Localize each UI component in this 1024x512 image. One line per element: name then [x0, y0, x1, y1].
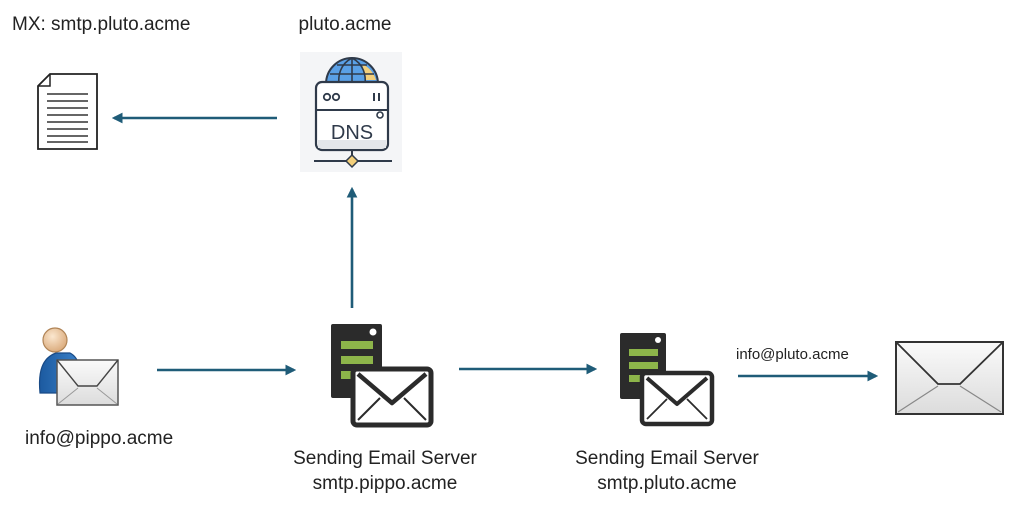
- dns-icon-text: DNS: [331, 122, 373, 144]
- document-icon: [37, 73, 98, 150]
- receiving-server-host: smtp.pluto.acme: [597, 473, 737, 494]
- envelope-icon: [895, 341, 1004, 415]
- sending-server-label: Sending Email Server smtp.pippo.acme: [293, 446, 477, 496]
- sender-user-label: info@pippo.acme: [25, 428, 174, 449]
- mx-record-label: MX: smtp.pluto.acme: [12, 14, 191, 35]
- receiving-server-title: Sending Email Server: [575, 448, 759, 469]
- sending-server-host: smtp.pippo.acme: [312, 473, 458, 494]
- sending-server-title: Sending Email Server: [293, 448, 477, 469]
- user-mail-icon: [38, 327, 119, 406]
- dns-server-icon: DNS: [300, 52, 402, 172]
- receiving-server-label: Sending Email Server smtp.pluto.acme: [575, 446, 759, 496]
- mail-server-icon: [620, 333, 715, 427]
- edge-label-recipient: info@pluto.acme: [736, 346, 849, 363]
- mail-server-icon: [331, 324, 434, 428]
- dns-server-label: pluto.acme: [298, 14, 392, 35]
